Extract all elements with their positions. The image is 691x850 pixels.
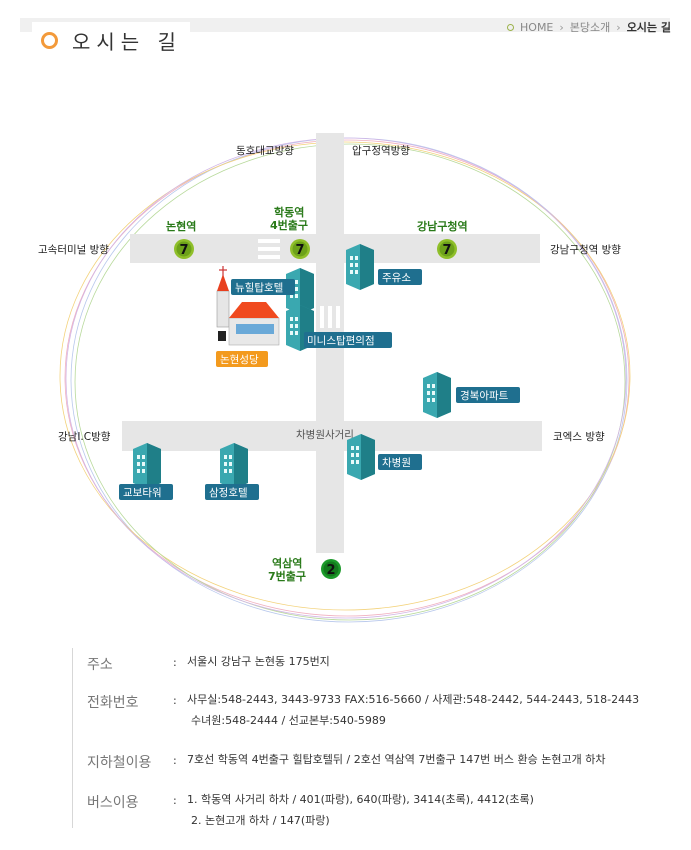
circle-bullet-icon	[41, 32, 58, 49]
crosswalk	[258, 239, 340, 328]
direction-label: 강남I.C방향	[58, 431, 111, 443]
info-address: 주소 : 서울시 강남구 논현동 175번지	[87, 654, 330, 674]
chevron-right-icon: ›	[616, 20, 621, 34]
info-bus: 버스이용 : 1. 학동역 사거리 하차 / 401(파랑), 640(파랑),…	[87, 792, 534, 831]
station-name: 강남구청역	[417, 219, 468, 233]
info-value: 1. 학동역 사거리 하차 / 401(파랑), 640(파랑), 3414(초…	[187, 789, 534, 831]
place-label: 차병원	[382, 457, 411, 469]
station-nonhyeon: 논현역 7	[166, 219, 196, 259]
page-title: 오시는 길	[72, 30, 182, 54]
station-hakdong: 학동역 4번출구 7	[270, 205, 310, 259]
road-label: 차병원사거리	[296, 429, 354, 441]
title-box	[32, 22, 190, 56]
place-label: 교보타워	[123, 486, 162, 499]
breadcrumb-home[interactable]: HOME	[520, 20, 554, 34]
direction-label: 동호대교방향	[236, 145, 294, 157]
place-label: 논현성당	[220, 354, 259, 366]
place-samjeong: 삼정호텔	[205, 443, 259, 500]
station-name: 역삼역	[272, 556, 302, 570]
breadcrumb: HOME › 본당소개 › 오시는 길	[507, 19, 671, 35]
info-key: 버스이용	[87, 795, 139, 811]
building-icon	[346, 244, 374, 290]
breadcrumb-current: 오시는 길	[626, 21, 671, 34]
direction-label: 강남구청역 방향	[550, 244, 621, 256]
info-phone: 전화번호 : 사무실:548-2443, 3443-9733 FAX:516-5…	[87, 692, 639, 731]
line-number: 7	[442, 243, 451, 258]
info-key: 주소	[87, 657, 113, 673]
station-exit: 4번출구	[270, 218, 308, 232]
station-exit: 7번출구	[268, 569, 306, 583]
bullet-icon	[507, 23, 515, 31]
place-gyeongbok: 경복아파트	[423, 372, 520, 418]
phone-line-2: 수녀원:548-2444 / 선교본부:540-5989	[191, 714, 386, 727]
info-key: 전화번호	[87, 695, 139, 711]
chevron-right-icon: ›	[559, 20, 564, 34]
building-icon	[423, 372, 451, 418]
building-icon	[133, 443, 161, 489]
decorative-rings	[59, 137, 631, 623]
place-kyobo: 교보타워	[119, 443, 173, 500]
breadcrumb-about[interactable]: 본당소개	[569, 21, 611, 34]
line-number: 7	[295, 243, 304, 258]
phone-line-1: 사무실:548-2443, 3443-9733 FAX:516-5660 / 사…	[187, 693, 640, 706]
location-info: 주소 : 서울시 강남구 논현동 175번지 전화번호 : 사무실:548-24…	[72, 648, 673, 828]
line-number: 2	[326, 563, 335, 578]
place-juyuso: 주유소	[346, 244, 422, 290]
place-label: 경복아파트	[460, 389, 509, 402]
info-key: 지하철이용	[87, 755, 152, 771]
place-church: 논현성당	[216, 266, 280, 367]
page-header: 오시는 길 HOME › 본당소개 › 오시는 길	[0, 0, 691, 60]
place-label: 미니스탑편의점	[307, 334, 375, 347]
place-newhilltop: 뉴힐탑호텔	[231, 268, 314, 314]
direction-label: 코엑스 방향	[553, 431, 605, 443]
station-name: 논현역	[166, 219, 196, 233]
info-value: 7호선 학동역 4번출구 힐탑호텔뒤 / 2호선 역삼역 7번출구 147번 버…	[187, 753, 606, 766]
station-gangnamgu: 강남구청역 7	[417, 219, 468, 259]
direction-label: 압구정역방향	[352, 144, 410, 157]
place-label: 삼정호텔	[209, 487, 248, 499]
place-label: 뉴힐탑호텔	[235, 281, 283, 294]
place-ministop: 미니스탑편의점	[286, 305, 392, 351]
building-icon	[347, 434, 375, 480]
info-value: 사무실:548-2443, 3443-9733 FAX:516-5660 / 사…	[187, 689, 639, 731]
place-label: 주유소	[382, 272, 411, 284]
station-yeoksam: 역삼역 7번출구 2	[268, 556, 341, 583]
bus-line-2: 2. 논현고개 하차 / 147(파랑)	[191, 814, 330, 827]
place-chabyeongwon: 차병원	[347, 434, 422, 480]
line-number: 7	[179, 243, 188, 258]
station-name: 학동역	[274, 205, 304, 219]
info-subway: 지하철이용 : 7호선 학동역 4번출구 힐탑호텔뒤 / 2호선 역삼역 7번출…	[87, 752, 606, 772]
building-icon	[220, 443, 248, 489]
direction-label: 고속터미널 방향	[38, 244, 109, 256]
info-value: 서울시 강남구 논현동 175번지	[187, 655, 330, 668]
bus-line-1: 1. 학동역 사거리 하차 / 401(파랑), 640(파랑), 3414(초…	[187, 793, 534, 806]
